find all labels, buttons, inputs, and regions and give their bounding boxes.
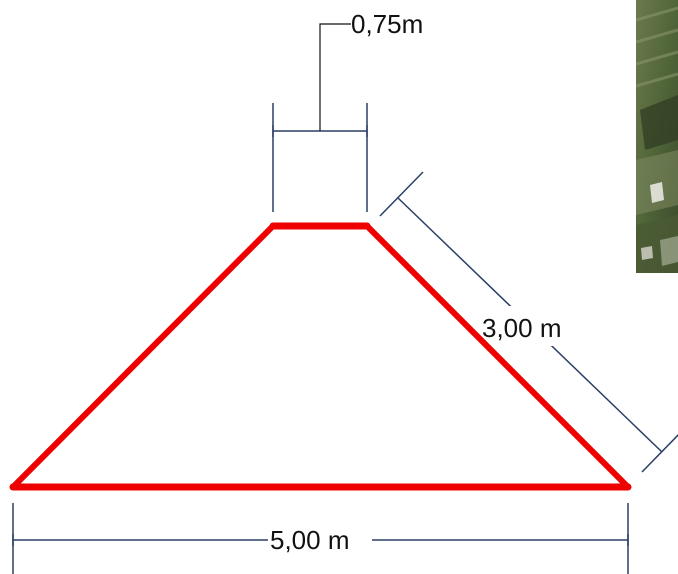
aerial-photo-icon [636, 0, 678, 273]
top-width-dimension: 0,75m [272, 9, 423, 212]
slope-length-dimension: 3,00 m [379, 171, 678, 473]
top-width-label: 0,75m [351, 9, 423, 39]
base-width-dimension: 5,00 m [12, 503, 629, 574]
slope-label-background [480, 306, 590, 346]
slope-length-label: 3,00 m [482, 313, 562, 343]
base-width-label: 5,00 m [270, 525, 350, 555]
trapezoid-outline [9, 222, 632, 491]
